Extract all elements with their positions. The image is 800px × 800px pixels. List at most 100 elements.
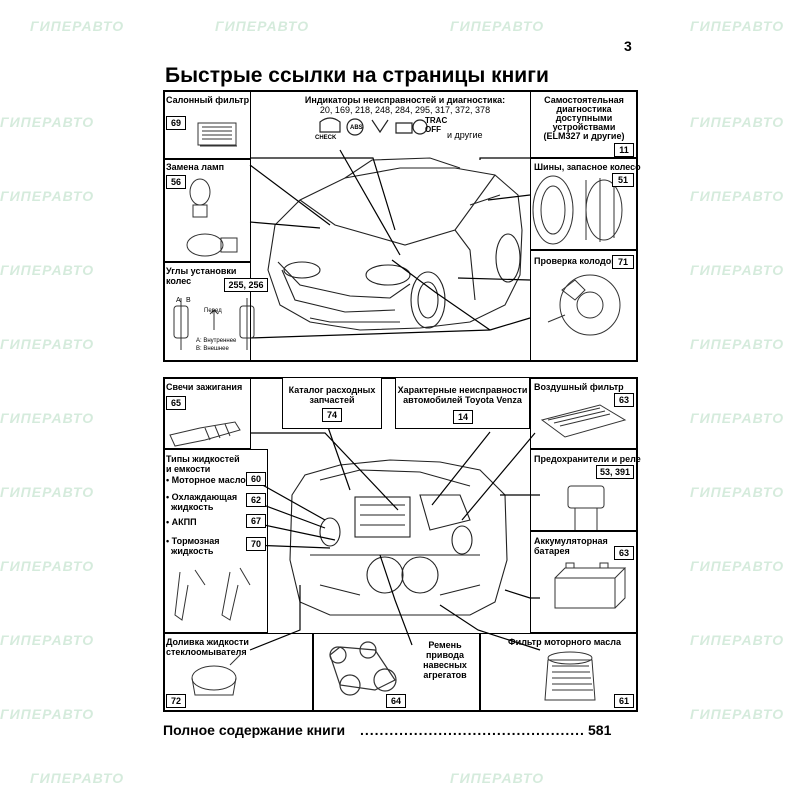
trac-label: TRAC: [425, 116, 448, 125]
fuses-page-link[interactable]: 53, 391: [596, 465, 634, 479]
fuses-label: Предохранители и реле: [534, 454, 641, 464]
lamp-bulbs-illustration: [186, 178, 238, 257]
lamp-replace-box: [163, 158, 251, 262]
watermark: ГИПЕРАВТО: [30, 18, 125, 34]
spark-plugs-page-link[interactable]: 65: [166, 396, 186, 410]
oil-filter-illustration: [544, 651, 596, 701]
fluid-item-label: АКПП: [171, 517, 197, 527]
brake-illustration: [547, 274, 621, 336]
spark-plugs-label: Свечи зажигания: [166, 382, 243, 392]
engine-bay-illustration: [289, 459, 508, 616]
cabin-filter-illustration: [197, 122, 237, 147]
watermark: ГИПЕРАВТО: [0, 188, 95, 204]
fluid-item-label-2: жидкость: [171, 502, 214, 512]
drive-belt-box: [313, 633, 480, 712]
watermark: ГИПЕРАВТО: [690, 484, 785, 500]
wheel-alignment-label-1: Углы установки: [166, 266, 237, 276]
fuses-box: [530, 449, 638, 531]
tires-label: Шины, запасное колесо: [534, 162, 641, 172]
brake-pads-page-link[interactable]: 71: [612, 255, 634, 269]
drive-belt-label-2: привода: [426, 650, 464, 660]
air-filter-illustration: [540, 404, 627, 438]
air-filter-box: [530, 377, 638, 449]
brake-fluid-page-link[interactable]: 70: [246, 537, 266, 551]
fluids-label-2: и емкости: [166, 464, 211, 474]
consumables-page-link[interactable]: 74: [322, 408, 342, 422]
wheel-alignment-page-link[interactable]: 255, 256: [224, 278, 268, 292]
fluid-item-label: Охлаждающая: [171, 492, 238, 502]
lamp-replace-page-link[interactable]: 56: [166, 175, 186, 189]
toc-label[interactable]: Полное содержание книги: [163, 722, 346, 738]
watermark: ГИПЕРАВТО: [690, 262, 785, 278]
transmission-page-link[interactable]: 67: [246, 514, 266, 528]
battery-label-1: Аккумуляторная: [534, 536, 608, 546]
watermark: ГИПЕРАВТО: [0, 558, 95, 574]
cabin-filter-box: [163, 90, 251, 160]
indicators-pages-link[interactable]: 20, 169, 218, 248, 284, 295, 317, 372, 3…: [319, 105, 491, 115]
typical-faults-label-1: Характерные неисправности: [397, 385, 528, 395]
wheel-alignment-a: A: [176, 297, 181, 304]
wheel-alignment-illustration: [173, 298, 255, 350]
fluid-item-coolant: • Охлаждающая жидкость: [166, 492, 238, 512]
fluid-item-label: Моторное масло: [171, 475, 246, 485]
typical-faults-page-link[interactable]: 14: [453, 410, 473, 424]
spark-plugs-box: [163, 377, 251, 449]
typical-faults-label-2: автомобилей Toyota Venza: [403, 395, 522, 405]
watermark: ГИПЕРАВТО: [0, 114, 95, 130]
washer-fluid-page-link[interactable]: 72: [166, 694, 186, 708]
watermark: ГИПЕРАВТО: [690, 706, 785, 722]
watermark: ГИПЕРАВТО: [690, 410, 785, 426]
air-filter-label: Воздушный фильтр: [534, 382, 624, 392]
wheel-alignment-b: B: [186, 297, 191, 304]
watermark: ГИПЕРАВТО: [450, 18, 545, 34]
oil-filter-box: [480, 633, 638, 712]
watermark: ГИПЕРАВТО: [690, 18, 785, 34]
engine-oil-page-link[interactable]: 60: [246, 472, 266, 486]
oil-filter-label: Фильтр моторного масла: [508, 637, 622, 647]
brake-pads-label: Проверка колодок: [534, 256, 616, 266]
drive-belt-label-3: навесных: [423, 660, 467, 670]
fluids-box: [163, 449, 268, 633]
tires-page-link[interactable]: 51: [612, 173, 634, 187]
watermark: ГИПЕРАВТО: [690, 114, 785, 130]
self-diagnostics-label-5: (ELM327 и другие): [543, 131, 625, 141]
self-diagnostics-label-4: устройствами: [552, 122, 616, 132]
battery-illustration: [554, 562, 627, 609]
self-diagnostics-label-2: диагностика: [556, 104, 612, 114]
watermark: ГИПЕРАВТО: [0, 632, 95, 648]
tires-box: [530, 158, 638, 250]
fluid-bottles-illustration: [174, 567, 251, 621]
cabin-filter-page-link[interactable]: 69: [166, 116, 186, 130]
drive-belt-label-1: Ремень: [428, 640, 462, 650]
car-illustration: [267, 157, 523, 331]
self-diagnostics-page-link[interactable]: 11: [614, 143, 634, 157]
air-filter-page-link[interactable]: 63: [614, 393, 634, 407]
washer-fluid-label-1: Доливка жидкости: [166, 637, 249, 647]
indicators-label: Индикаторы неисправностей и диагностика:: [304, 95, 506, 105]
watermark: ГИПЕРАВТО: [690, 632, 785, 648]
leader-lines-top: [249, 149, 531, 339]
fluid-item-engine-oil: • Моторное масло: [166, 475, 246, 485]
battery-label-2: батарея: [534, 546, 570, 556]
tire-illustration: [532, 175, 623, 245]
drive-belt-illustration: [329, 641, 397, 696]
drive-belt-label-4: агрегатов: [423, 670, 467, 680]
washer-fluid-illustration: [191, 654, 241, 696]
watermark: ГИПЕРАВТО: [450, 770, 545, 786]
washer-fluid-label-2: стеклоомывателя: [166, 647, 247, 657]
toc-page-link[interactable]: 581: [588, 722, 612, 738]
battery-page-link[interactable]: 63: [614, 546, 634, 560]
coolant-page-link[interactable]: 62: [246, 493, 266, 507]
fuse-illustration: [567, 485, 605, 530]
watermark: ГИПЕРАВТО: [0, 410, 95, 426]
oil-filter-page-link[interactable]: 61: [614, 694, 634, 708]
page-title: Быстрые ссылки на страницы книги: [165, 64, 549, 87]
fluids-label-1: Типы жидкостей: [166, 454, 240, 464]
fluid-item-transmission: • АКПП: [166, 517, 197, 527]
watermark: ГИПЕРАВТО: [690, 558, 785, 574]
drive-belt-page-link[interactable]: 64: [386, 694, 406, 708]
consumables-label-1: Каталог расходных: [288, 385, 376, 395]
self-diagnostics-label-3: доступными: [555, 113, 613, 123]
abs-label: ABS: [350, 125, 363, 131]
